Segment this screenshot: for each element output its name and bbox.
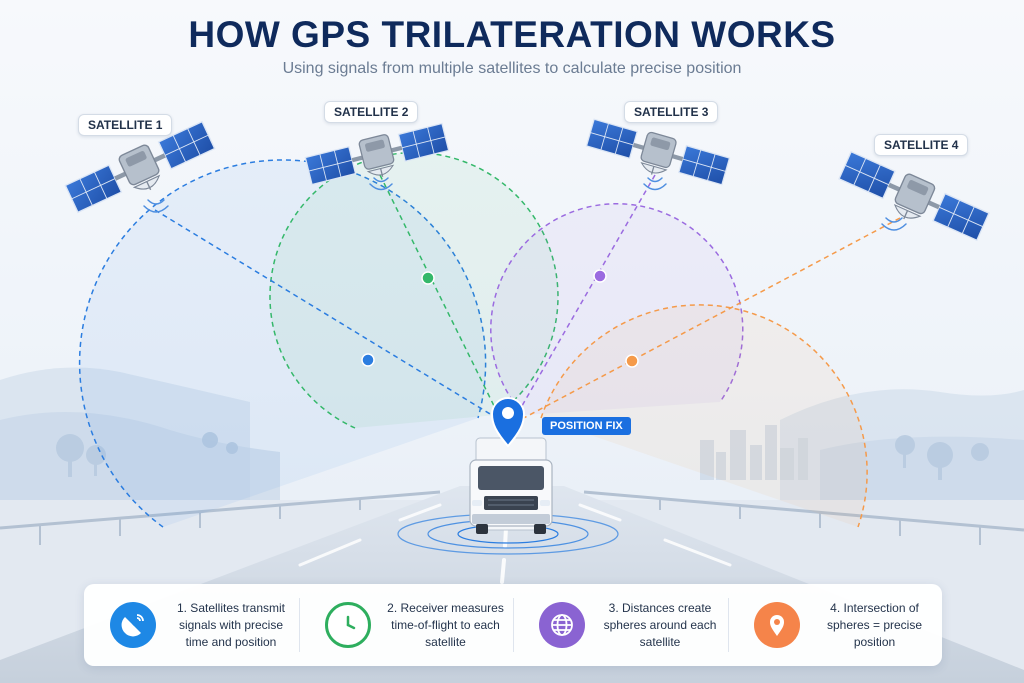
distance-marker-2 [421,271,435,285]
sphere-satellite-4 [540,304,868,528]
distance-spheres [78,151,868,528]
distance-marker-4 [625,354,639,368]
position-fix-pin-icon [490,397,526,448]
position-fix-label: POSITION FIX [542,417,631,435]
signal-wave-1 [143,199,169,213]
satellite-4-label: SATELLITE 4 [874,134,969,156]
step-3: 3. Distances create spheres around each … [513,584,728,666]
step-2: 2. Receiver measures time-of-flight to e… [298,584,514,666]
clock-icon [324,602,371,648]
signal-line-satellite-3 [514,174,656,419]
sphere-satellite-1 [78,159,487,528]
step-1-text: 1. Satellites transmit signals with prec… [176,600,286,649]
page-subtitle: Using signals from multiple satellites t… [282,60,742,77]
sphere-satellite-3 [490,203,744,416]
distance-marker-3 [593,269,607,283]
distance-marker-1 [361,353,375,367]
signal-wave-2 [369,177,393,191]
signal-line-satellite-2 [379,174,501,419]
step-4: 4. Intersection of spheres = precise pos… [727,584,943,666]
step-4-text: 4. Intersection of spheres = precise pos… [826,600,923,649]
satellite-dish-icon [110,602,156,648]
page-title: HOW GPS TRILATERATION WORKS [188,14,836,55]
signal-wave-3 [643,177,667,191]
sphere-satellite-2 [269,151,559,429]
location-pin-icon [753,602,800,648]
signal-lines [154,174,901,421]
signal-wave-4 [881,217,907,231]
satellite-3-label: SATELLITE 3 [624,101,719,123]
globe-icon [539,602,585,648]
step-1: 1. Satellites transmit signals with prec… [84,584,299,666]
signal-line-satellite-1 [154,209,501,421]
step-2-text: 2. Receiver measures time-of-flight to e… [387,600,504,649]
steps-panel: 1. Satellites transmit signals with prec… [84,584,942,666]
receiver-truck [397,437,619,555]
satellite-2-label: SATELLITE 2 [324,101,419,123]
step-3-text: 3. Distances create spheres around each … [603,600,717,649]
satellite-1-label: SATELLITE 1 [78,114,173,136]
